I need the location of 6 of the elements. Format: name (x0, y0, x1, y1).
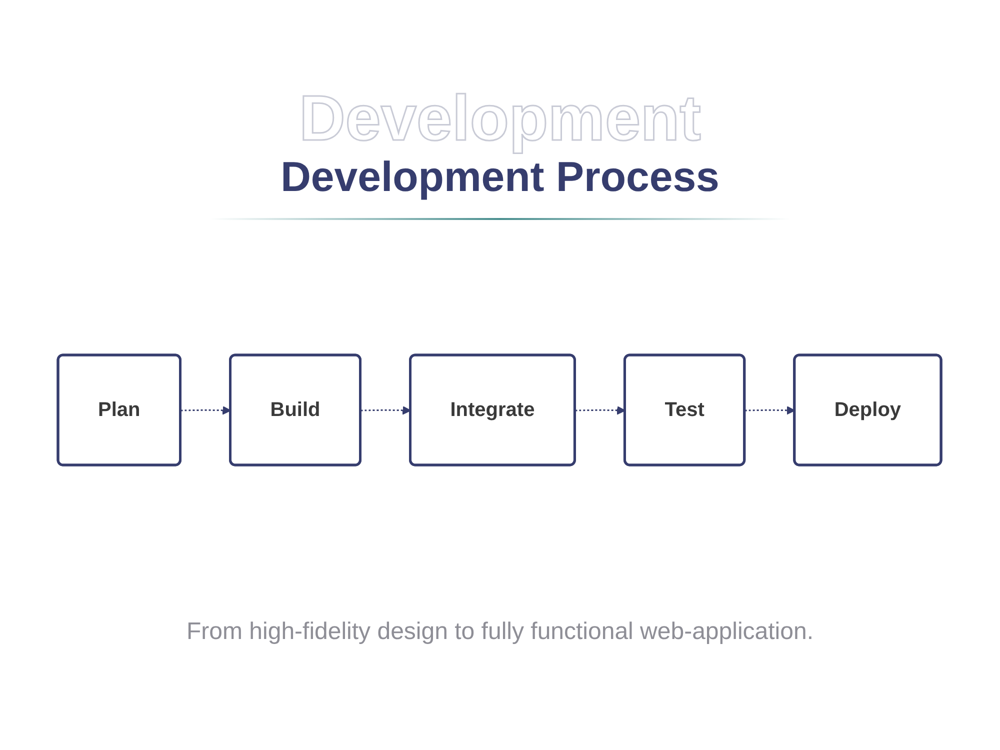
arrow (576, 406, 626, 415)
arrow (181, 406, 232, 415)
caption: From high-fidelity design to fully functional web-application. (186, 618, 814, 646)
arrow (361, 406, 412, 415)
title: Development Process (280, 156, 720, 198)
arrow (745, 406, 796, 415)
